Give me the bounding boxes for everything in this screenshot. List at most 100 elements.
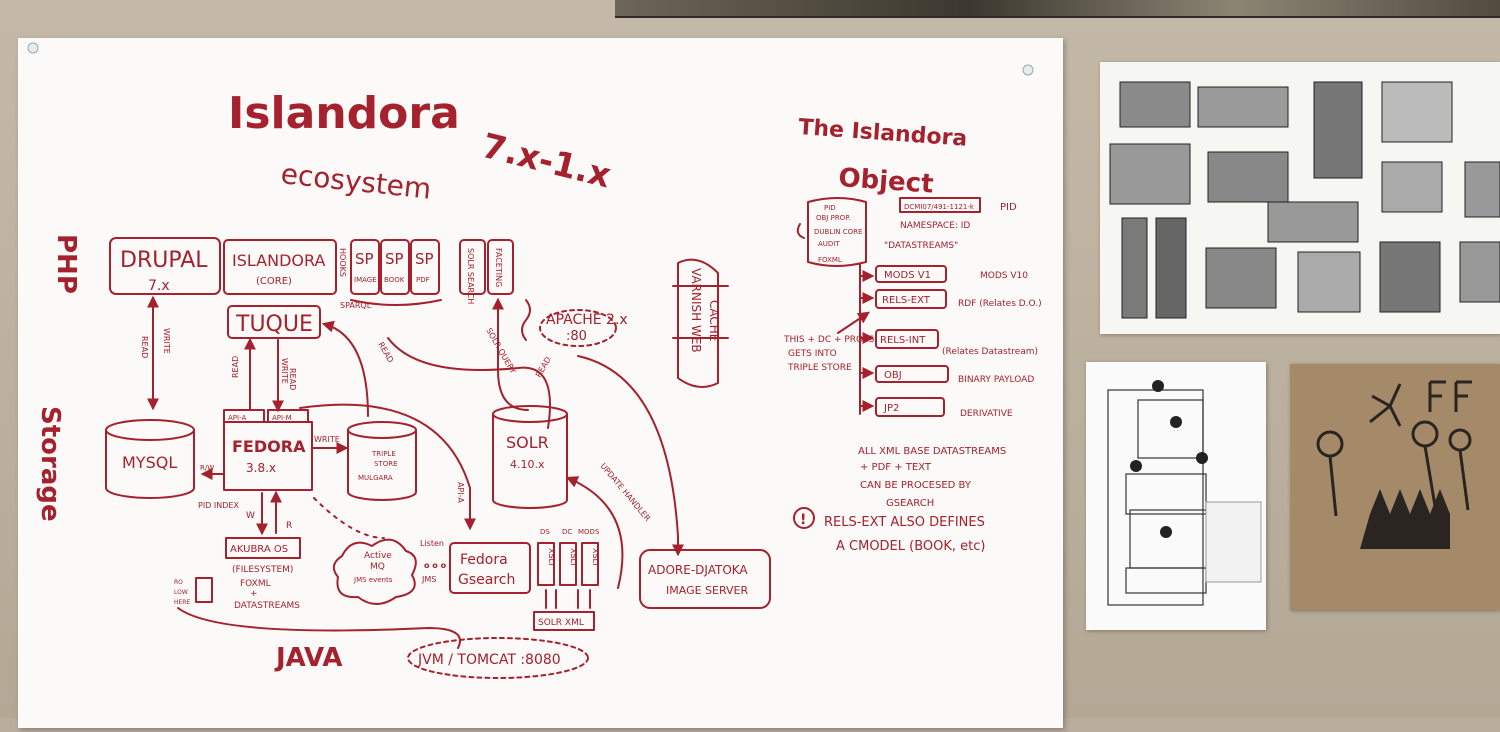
edge-write-1: WRITE: [162, 328, 171, 354]
gsearch-box: [449, 542, 531, 594]
fedora-box: [223, 421, 313, 491]
faceting-solr-query: [492, 297, 529, 411]
activemq-line3: JMS events: [353, 576, 393, 584]
ds-jp2-note: DERIVATIVE: [960, 409, 1013, 419]
apache-dotted-outline: [539, 309, 617, 347]
edge-api-a: API-A: [456, 482, 465, 503]
akubra-note: (FILESYSTEM): [232, 565, 293, 575]
object-header-foxml: FOXML: [818, 256, 842, 264]
apache-name: APACHE 2.x: [546, 312, 628, 328]
sp-image-box: [350, 239, 380, 295]
varnish-sub: CACHE: [707, 300, 721, 341]
ds-mods-box: [875, 265, 947, 283]
important-bang: !: [800, 512, 806, 528]
edge-w: W: [246, 511, 255, 521]
ds-rels-int-box: [875, 329, 939, 349]
ds-mods-note: MODS V10: [980, 271, 1028, 281]
sp-book-label: SP: [385, 250, 404, 268]
edge-read-1: READ: [140, 336, 149, 358]
object-header-box: [807, 197, 867, 267]
xslt-ds-box: [537, 542, 555, 586]
sp-image-sub: IMAGE: [354, 276, 377, 284]
gsearch-line1: Fedora: [460, 552, 508, 568]
mysql-label: MYSQL: [122, 453, 177, 472]
edge-write-2: WRITE: [280, 358, 289, 384]
xslt-ds-top: DS: [540, 528, 550, 536]
java-label: JAVA: [274, 643, 343, 673]
ds-rels-ext-note: RDF (Relates D.O.): [958, 299, 1042, 309]
edge-r: R: [286, 521, 292, 531]
triplestore-tuque-arrow: [321, 320, 369, 417]
apache-adore-path: [577, 355, 684, 557]
hooks-label: HOOKS: [338, 248, 347, 277]
ds-obj-note: BINARY PAYLOAD: [958, 375, 1034, 385]
equipment-rack-print: [1086, 362, 1266, 630]
object-header-props: OBJ PROP.: [816, 214, 851, 222]
apache-solr-path: [387, 337, 551, 429]
child-drawing: [1316, 380, 1472, 549]
object-brace: [796, 223, 805, 239]
cork-board-drawing: [1290, 364, 1500, 610]
varnish-name: VARNISH WEB: [689, 268, 703, 353]
mysql-cylinder: [105, 419, 195, 499]
ds-obj-box: [875, 365, 949, 383]
gsearch-line2: Gsearch: [458, 572, 515, 588]
solr-cylinder: [492, 405, 568, 509]
ds-jp2-label: JP2: [883, 403, 899, 414]
xslt-dc-box: [559, 542, 577, 586]
xslt-arrows: [545, 589, 591, 609]
ds-rels-int-label: RELS-INT: [880, 335, 926, 346]
sp-book-box: [380, 239, 410, 295]
diagram-subtitle: ecosystem: [279, 157, 433, 206]
triplestore-note-arrow: [837, 311, 870, 334]
apache-port: :80: [566, 329, 587, 344]
sp-brace: [350, 299, 442, 306]
solr-search-box: [459, 239, 486, 295]
edge-write-3: WRITE: [314, 435, 340, 444]
pid-label: PID: [1000, 202, 1017, 213]
islandora-ecosystem-diagram: Islandora ecosystem 7.x-1.x PHP Storage …: [27, 42, 1042, 679]
xml-note-line2: + PDF + TEXT: [860, 462, 932, 473]
xml-note-line3: CAN BE PROCESED BY: [860, 480, 972, 491]
ds-jp2-box: [875, 397, 945, 417]
varnish-pipe: [672, 285, 729, 339]
fedora-api-a: API-A: [228, 414, 246, 422]
xslt-mods-top: MODS: [578, 528, 600, 536]
legend-low: LOW: [174, 589, 188, 596]
pushpin: [1022, 64, 1034, 76]
fedora-gsearch-api: [299, 403, 476, 531]
xslt-mods-label: XSLT: [591, 548, 600, 567]
cmodel-note-line2: A CMODEL (BOOK, etc): [836, 539, 985, 554]
ds-rels-int-note: (Relates Datastream): [942, 347, 1038, 357]
triplestore-line3: MULGARA: [358, 474, 393, 482]
sp-image-label: SP: [355, 250, 374, 268]
apache-brace: [521, 299, 531, 341]
tuque-label: TUQUE: [235, 312, 313, 337]
solr-search-label: SOLR SEARCH: [466, 248, 475, 304]
edge-read-3: READ: [288, 368, 297, 390]
diagram-title: Islandora: [228, 88, 460, 139]
drupal-box: [109, 237, 221, 295]
object-header-audit: AUDIT: [818, 240, 840, 248]
jvm-tomcat-label: JVM / TOMCAT :8080: [417, 652, 561, 668]
object-title-line1: The Islandora: [798, 115, 968, 152]
solr-xml-label: SOLR XML: [538, 618, 584, 628]
adore-line1: ADORE-DJATOKA: [648, 563, 748, 577]
solr-xml-box: [533, 611, 595, 631]
fedora-api-a-tab: [223, 409, 265, 423]
xslt-dc-top: DC: [562, 528, 572, 536]
datastream-list: MODS V1 MODS V10 RELS-EXT RDF (Relates D…: [859, 265, 1042, 419]
edge-read-2: READ: [231, 356, 240, 378]
edge-ooo: o o o: [424, 561, 447, 570]
object-header-dc: DUBLIN CORE: [814, 228, 862, 236]
xslt-dc-label: XSLT: [569, 548, 578, 567]
datastreams-label: "DATASTREAMS": [884, 241, 958, 251]
triplestore-note-line2: GETS INTO: [788, 349, 837, 359]
fedora-api-m-tab: [267, 409, 309, 423]
fedora-api-m: API-M: [272, 414, 292, 422]
akubra-content-line1: FOXML: [240, 579, 271, 589]
edge-pid-index: PID INDEX: [198, 501, 239, 510]
drupal-name: DRUPAL: [120, 248, 208, 273]
edge-listen: Listen: [420, 539, 444, 548]
varnish-box: [677, 258, 719, 388]
